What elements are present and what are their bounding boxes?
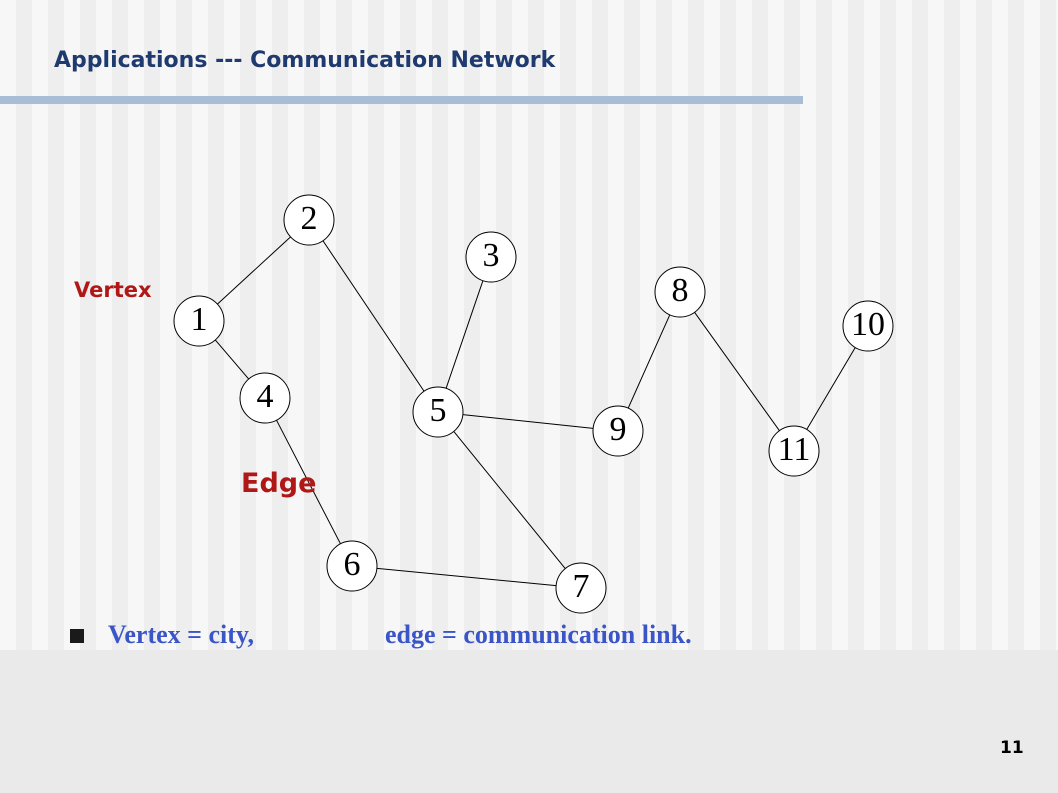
vertex-circle (283, 194, 335, 246)
title-underline-bar (0, 96, 803, 104)
vertex-6: 6 (326, 540, 378, 592)
vertex-3: 3 (465, 231, 517, 283)
edge-8-11 (694, 312, 780, 431)
vertex-label: 1 (191, 301, 208, 338)
edge-2-5 (322, 240, 425, 392)
vertex-circle (326, 540, 378, 592)
vertex-1: 1 (173, 295, 225, 347)
vertex-circle (592, 405, 644, 457)
vertex-2: 2 (283, 194, 335, 246)
vertex-circle (555, 562, 607, 614)
graph-vertices: 1 2 3 4 5 6 7 8 9 10 11 (173, 194, 894, 614)
vertex-label: 2 (301, 200, 318, 237)
graph-edges (214, 236, 856, 587)
edge-5-9 (462, 414, 594, 429)
edge-6-7 (376, 567, 557, 587)
network-graph: 1 2 3 4 5 6 7 8 9 10 11 (173, 194, 894, 614)
edge-callout: Edge (241, 468, 317, 499)
vertex-label: 7 (573, 568, 590, 605)
vertex-circle (768, 425, 820, 477)
edge-3-5 (445, 280, 484, 389)
bullet-square-icon (70, 629, 84, 643)
slide-title: Applications --- Communication Network (54, 48, 556, 73)
vertex-callout: Vertex (74, 278, 152, 302)
vertex-label: 10 (851, 306, 885, 343)
vertex-circle (239, 372, 291, 424)
vertex-label: 3 (483, 237, 500, 274)
vertex-9: 9 (592, 405, 644, 457)
vertex-circle (654, 266, 706, 318)
vertex-label: 6 (344, 546, 361, 583)
vertex-5: 5 (412, 386, 464, 438)
vertex-label: 4 (257, 378, 274, 415)
vertex-4: 4 (239, 372, 291, 424)
vertex-8: 8 (654, 266, 706, 318)
vertex-circle (173, 295, 225, 347)
edge-1-4 (214, 339, 250, 380)
vertex-10: 10 (842, 300, 894, 352)
vertex-label: 8 (672, 272, 689, 309)
vertex-label: 11 (778, 431, 811, 468)
vertex-label: 9 (610, 411, 627, 448)
vertex-label: 5 (430, 392, 447, 429)
vertex-7: 7 (555, 562, 607, 614)
page-number: 11 (1000, 738, 1024, 758)
bullet-text-vertex: Vertex = city, (108, 620, 254, 649)
vertex-11: 11 (768, 425, 820, 477)
edge-4-6 (276, 419, 341, 545)
bullet-text-edge: edge = communication link. (385, 620, 692, 649)
vertex-circle (842, 300, 894, 352)
vertex-circle (412, 386, 464, 438)
edge-1-2 (217, 236, 291, 305)
edge-8-9 (627, 314, 671, 409)
vertex-circle (465, 231, 517, 283)
edge-5-7 (453, 431, 566, 569)
slide-footer-panel (0, 650, 1058, 793)
edge-10-11 (806, 347, 856, 430)
